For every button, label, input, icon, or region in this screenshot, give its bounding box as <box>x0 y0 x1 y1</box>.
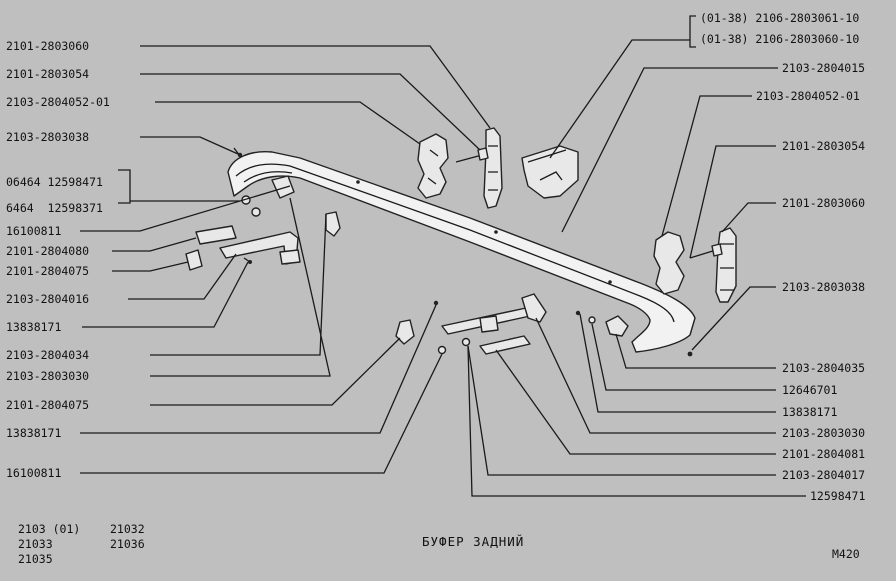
label-left-13: 2103-2803030 <box>6 369 89 383</box>
leader-lines-right <box>467 15 806 497</box>
label-right-5: 2103-2803038 <box>782 280 865 294</box>
model-1: 2103 (01) <box>18 522 80 536</box>
label-right-2: 2103-2804052-01 <box>756 89 860 103</box>
right-top-labels: (01-38) 2106-2803061-10 (01-38) 2106-280… <box>700 11 859 46</box>
label-left-3: 2103-2804052-01 <box>6 95 110 109</box>
label-left-6: 6464 12598371 <box>6 201 103 215</box>
label-left-11: 13838171 <box>6 320 61 334</box>
left-labels: 2101-2803060 2101-2803054 2103-2804052-0… <box>6 39 110 480</box>
right-bracket <box>395 293 693 357</box>
model-5: 21035 <box>18 552 53 566</box>
right-end-pad <box>653 231 685 295</box>
left-screw <box>455 147 489 163</box>
label-right-7: 12646701 <box>782 383 837 397</box>
label-right-6: 2103-2804035 <box>782 361 865 375</box>
label-right-top-1: (01-38) 2106-2803061-10 <box>700 11 859 25</box>
model-3: 21033 <box>18 537 53 551</box>
model-2: 21032 <box>110 522 145 536</box>
diagram-code: М420 <box>832 547 860 561</box>
label-left-7: 16100811 <box>6 224 61 238</box>
label-left-16: 16100811 <box>6 466 61 480</box>
label-right-3: 2101-2803054 <box>782 139 865 153</box>
label-left-15: 13838171 <box>6 426 61 440</box>
label-left-10: 2103-2804016 <box>6 292 89 306</box>
label-right-12: 12598471 <box>810 489 865 503</box>
label-left-4: 2103-2803038 <box>6 130 89 144</box>
right-overrider <box>715 227 737 303</box>
label-left-2: 2101-2803054 <box>6 67 89 81</box>
label-right-11: 2103-2804017 <box>782 468 865 482</box>
label-right-4: 2101-2803060 <box>782 196 865 210</box>
right-labels: 2103-2804015 2103-2804052-01 2101-280305… <box>756 61 865 503</box>
left-overrider <box>483 127 503 209</box>
top-right-block <box>521 145 579 199</box>
bumper-bar <box>227 151 696 353</box>
label-left-9: 2101-2804075 <box>6 264 89 278</box>
model-list: 2103 (01) 21032 21033 21036 21035 <box>18 522 145 566</box>
label-left-1: 2101-2803060 <box>6 39 89 53</box>
left-end-pad <box>417 133 449 199</box>
label-right-8: 13838171 <box>782 405 837 419</box>
label-left-5: 06464 12598471 <box>6 175 103 189</box>
label-right-9: 2103-2803030 <box>782 426 865 440</box>
label-right-1: 2103-2804015 <box>782 61 865 75</box>
label-left-12: 2103-2804034 <box>6 348 89 362</box>
label-right-top-2: (01-38) 2106-2803060-10 <box>700 32 859 46</box>
label-right-10: 2101-2804081 <box>782 447 865 461</box>
model-4: 21036 <box>110 537 145 551</box>
right-screw <box>689 243 723 259</box>
label-left-14: 2101-2804075 <box>6 398 89 412</box>
diagram-title: БУФЕР ЗАДНИЙ <box>422 534 524 549</box>
leader-lines-left <box>80 45 491 474</box>
label-left-8: 2101-2804080 <box>6 244 89 258</box>
left-bracket <box>185 147 341 271</box>
